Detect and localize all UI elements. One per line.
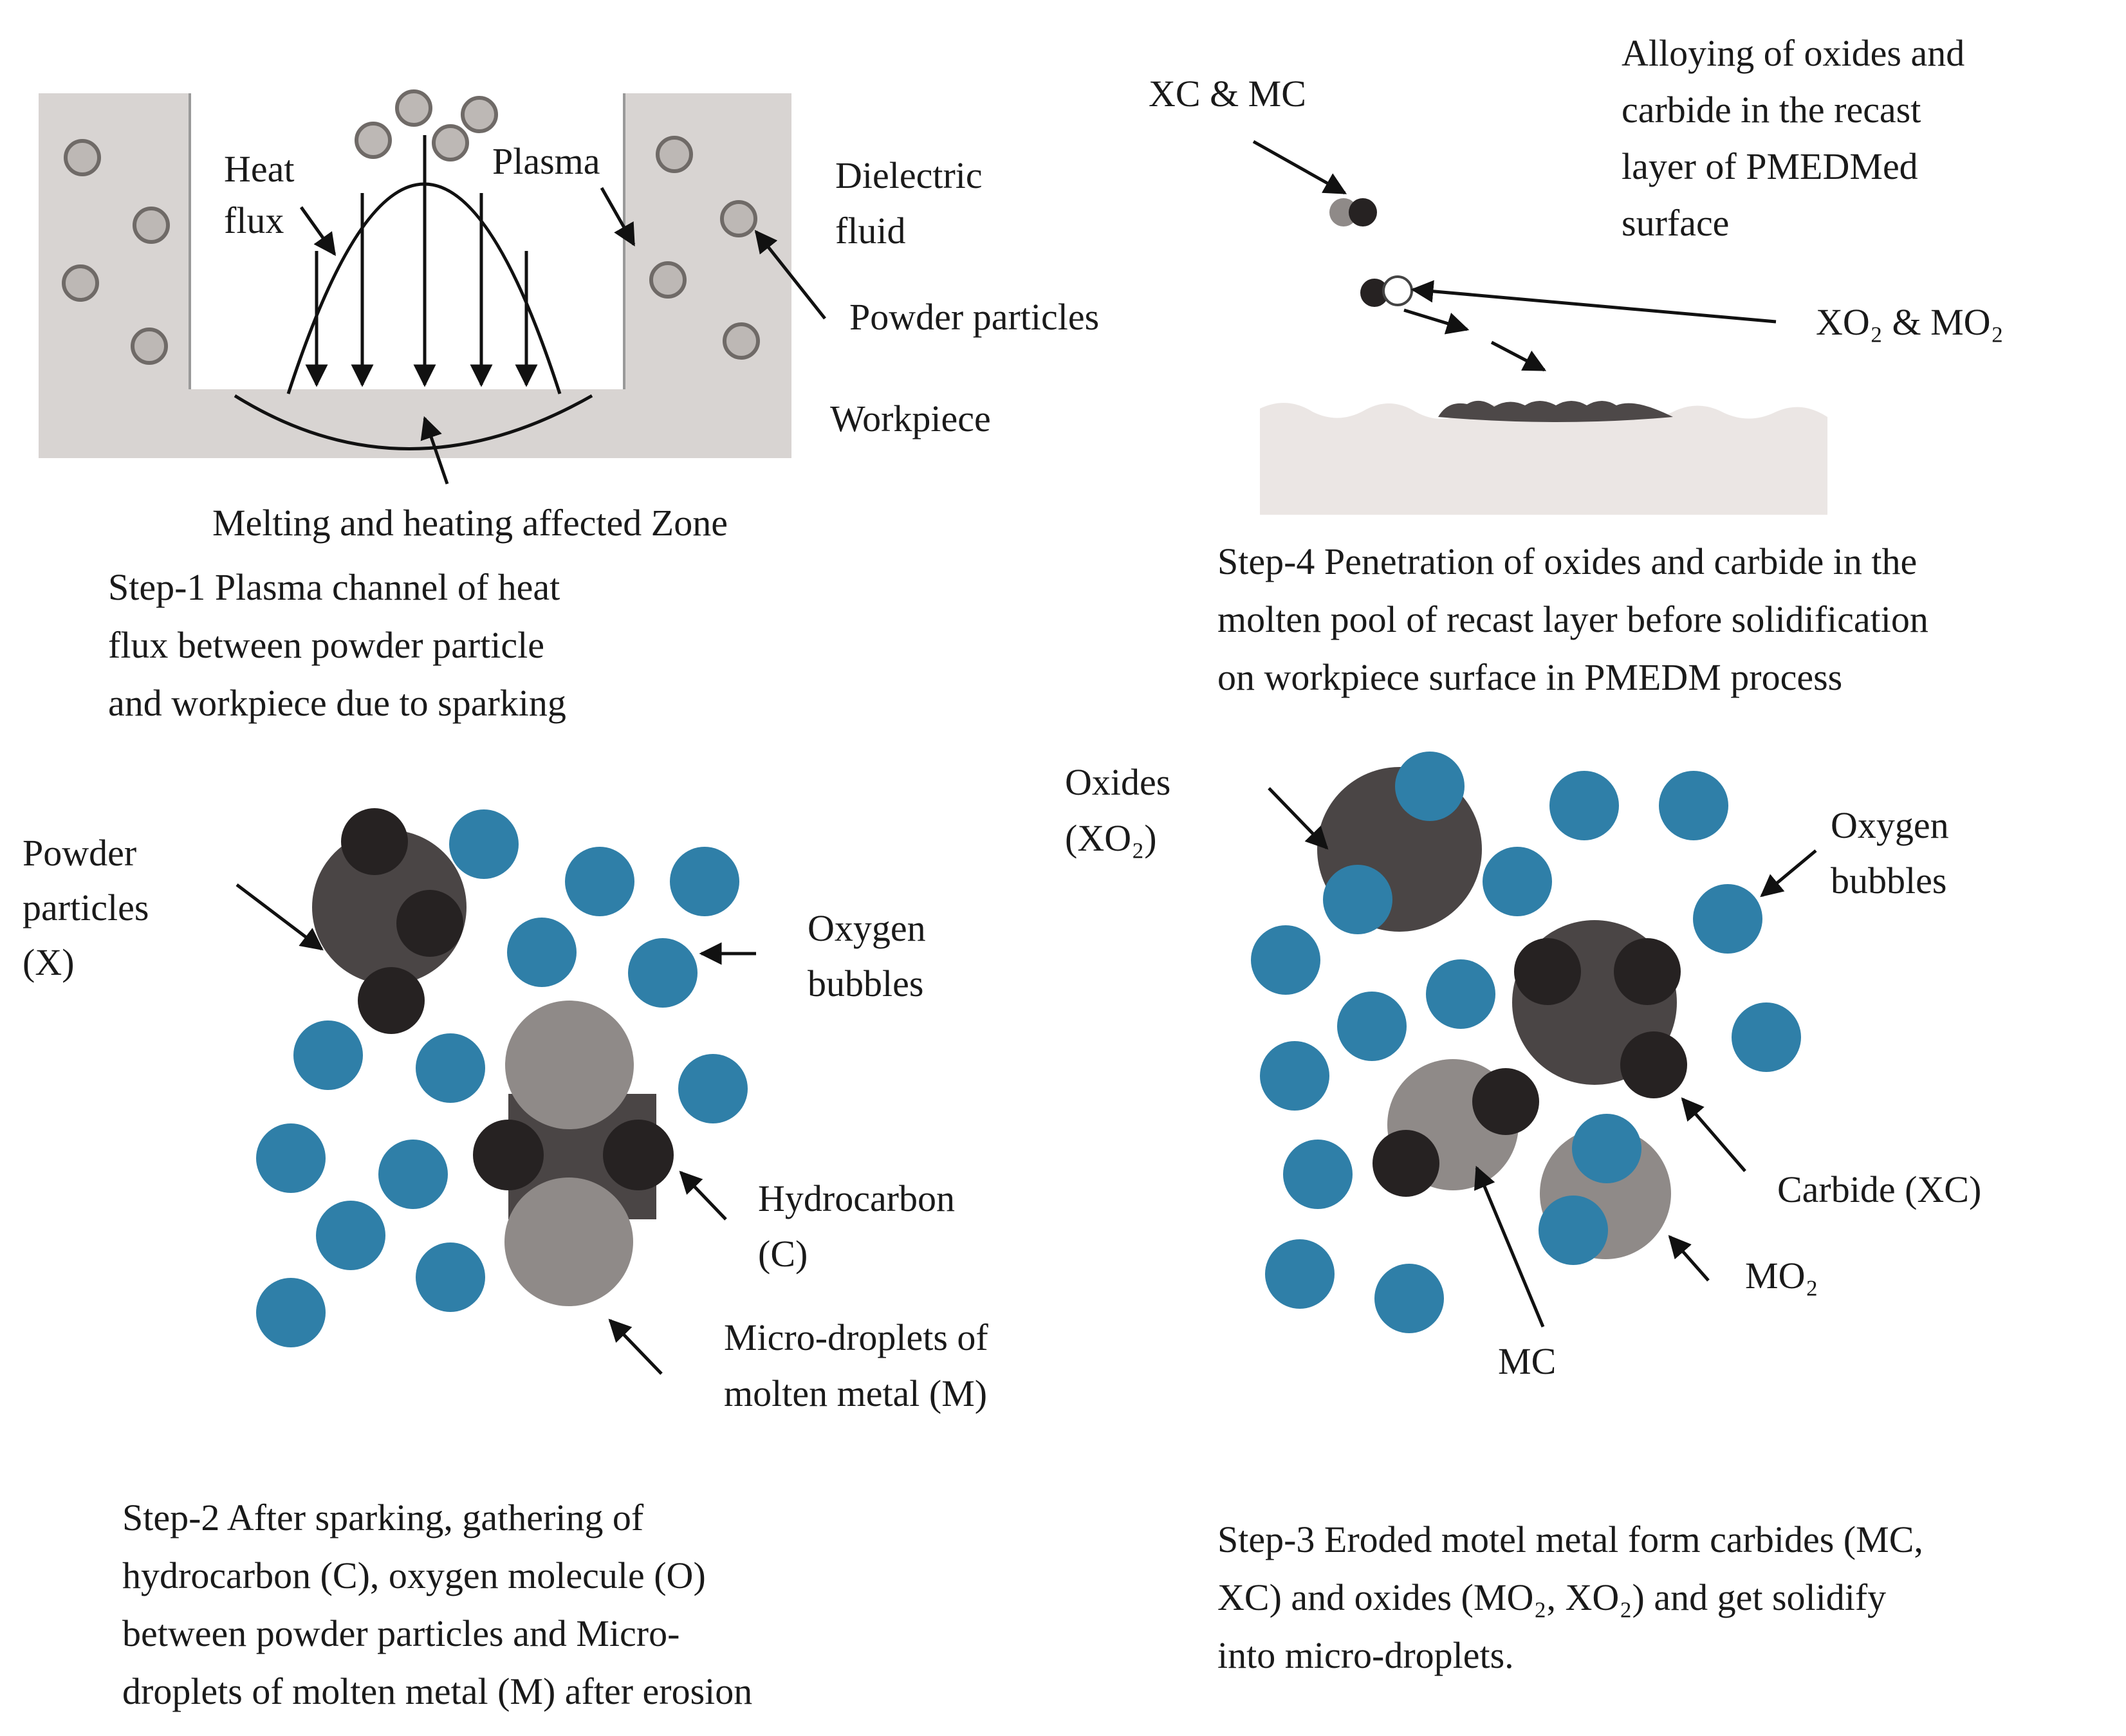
xc-mc-pointer — [1252, 140, 1347, 195]
oxygen-bubbles-step3 — [1251, 771, 1801, 1333]
micro-droplets-label: Micro-droplets of molten metal (M) — [724, 1316, 997, 1414]
mo2-label: MO₂ — [1745, 1255, 1818, 1297]
oxygen-bubbles-label-step3: Oxygen bubbles — [1831, 804, 1958, 901]
plasma-channel-wall — [189, 93, 625, 389]
oxygen-bubbles-pointer-step3 — [1760, 849, 1817, 898]
powder-particles-x-label: Powder particles (X) — [23, 832, 158, 983]
powder-particles-x-pointer — [236, 883, 324, 951]
mc-particle — [1349, 198, 1377, 226]
micro-droplets-pointer — [608, 1318, 663, 1375]
penetration-arrow-1 — [1403, 308, 1470, 335]
mo2-particle — [1382, 275, 1413, 306]
hydrocarbon-pointer — [679, 1170, 727, 1221]
oxygen-bubbles-step2 — [256, 809, 748, 1347]
recast-layer-surface — [1260, 403, 1827, 515]
plasma-pointer — [600, 187, 636, 247]
powder-particles-step1 — [62, 89, 760, 365]
oxides-xo2-label: Oxides (XO₂) — [1065, 761, 1180, 859]
hydrocarbon-metal-cluster — [473, 1001, 674, 1306]
powder-particle-cluster — [312, 808, 467, 1034]
oxide-cluster-xo2 — [1317, 752, 1482, 934]
step4-panel: XC & MC Alloying of oxides and carbide i… — [1149, 32, 2004, 698]
melting-zone-label: Melting and heating affected Zone — [212, 502, 728, 544]
heat-flux-pointer — [299, 206, 337, 256]
heat-flux-label: Heat flux — [224, 148, 304, 241]
mo2-cluster — [1539, 1114, 1671, 1265]
xo2-mo2-label: XO₂ & MO₂ — [1816, 301, 2004, 343]
xo2-mo2-pointer — [1410, 280, 1777, 324]
step2-caption: Step-2 After sparking, gathering of hydr… — [122, 1497, 752, 1712]
mc-label: MC — [1498, 1340, 1556, 1382]
carbide-cluster-xc — [1512, 920, 1687, 1098]
xo2-particle — [1360, 279, 1389, 307]
plasma-label: Plasma — [492, 140, 600, 182]
mo2-pointer — [1668, 1235, 1710, 1282]
step3-caption: Step-3 Eroded motel metal form carbides … — [1217, 1519, 1932, 1676]
oxides-xo2-pointer — [1268, 787, 1329, 850]
alloying-label: Alloying of oxides and carbide in the re… — [1622, 32, 1974, 244]
step2-panel: Powder particles (X) Oxygen bubbles Hydr… — [23, 808, 997, 1712]
mc-pointer — [1474, 1165, 1545, 1327]
powder-particles-label: Powder particles — [849, 296, 1099, 338]
melting-zone-pointer — [420, 416, 449, 485]
step4-caption: Step-4 Penetration of oxides and carbide… — [1217, 540, 1937, 698]
hydrocarbon-label: Hydrocarbon (C) — [758, 1177, 965, 1275]
dielectric-fluid-label: Dielectric fluid — [835, 154, 992, 252]
step1-caption: Step-1 Plasma channel of heat flux betwe… — [108, 566, 569, 724]
workpiece-label: Workpiece — [830, 398, 991, 439]
step3-panel: Oxides (XO₂) Oxygen bubbles Carbide (XC)… — [1065, 752, 1981, 1676]
heat-flux-arrows — [305, 135, 538, 387]
powder-particles-pointer — [754, 230, 826, 320]
melting-zone-curve — [234, 394, 593, 450]
mc-cluster — [1373, 1059, 1539, 1197]
carbide-xc-label: Carbide (XC) — [1777, 1168, 1981, 1210]
oxygen-bubbles-label-step2: Oxygen bubbles — [808, 907, 935, 1004]
carbide-xc-pointer — [1681, 1097, 1746, 1172]
xc-mc-label: XC & MC — [1149, 73, 1306, 115]
step1-panel: Heat flux Plasma Dielectric fluid Powder… — [39, 89, 1099, 724]
penetration-arrow-2 — [1490, 340, 1547, 372]
alloyed-recast-deposit — [1438, 400, 1673, 422]
